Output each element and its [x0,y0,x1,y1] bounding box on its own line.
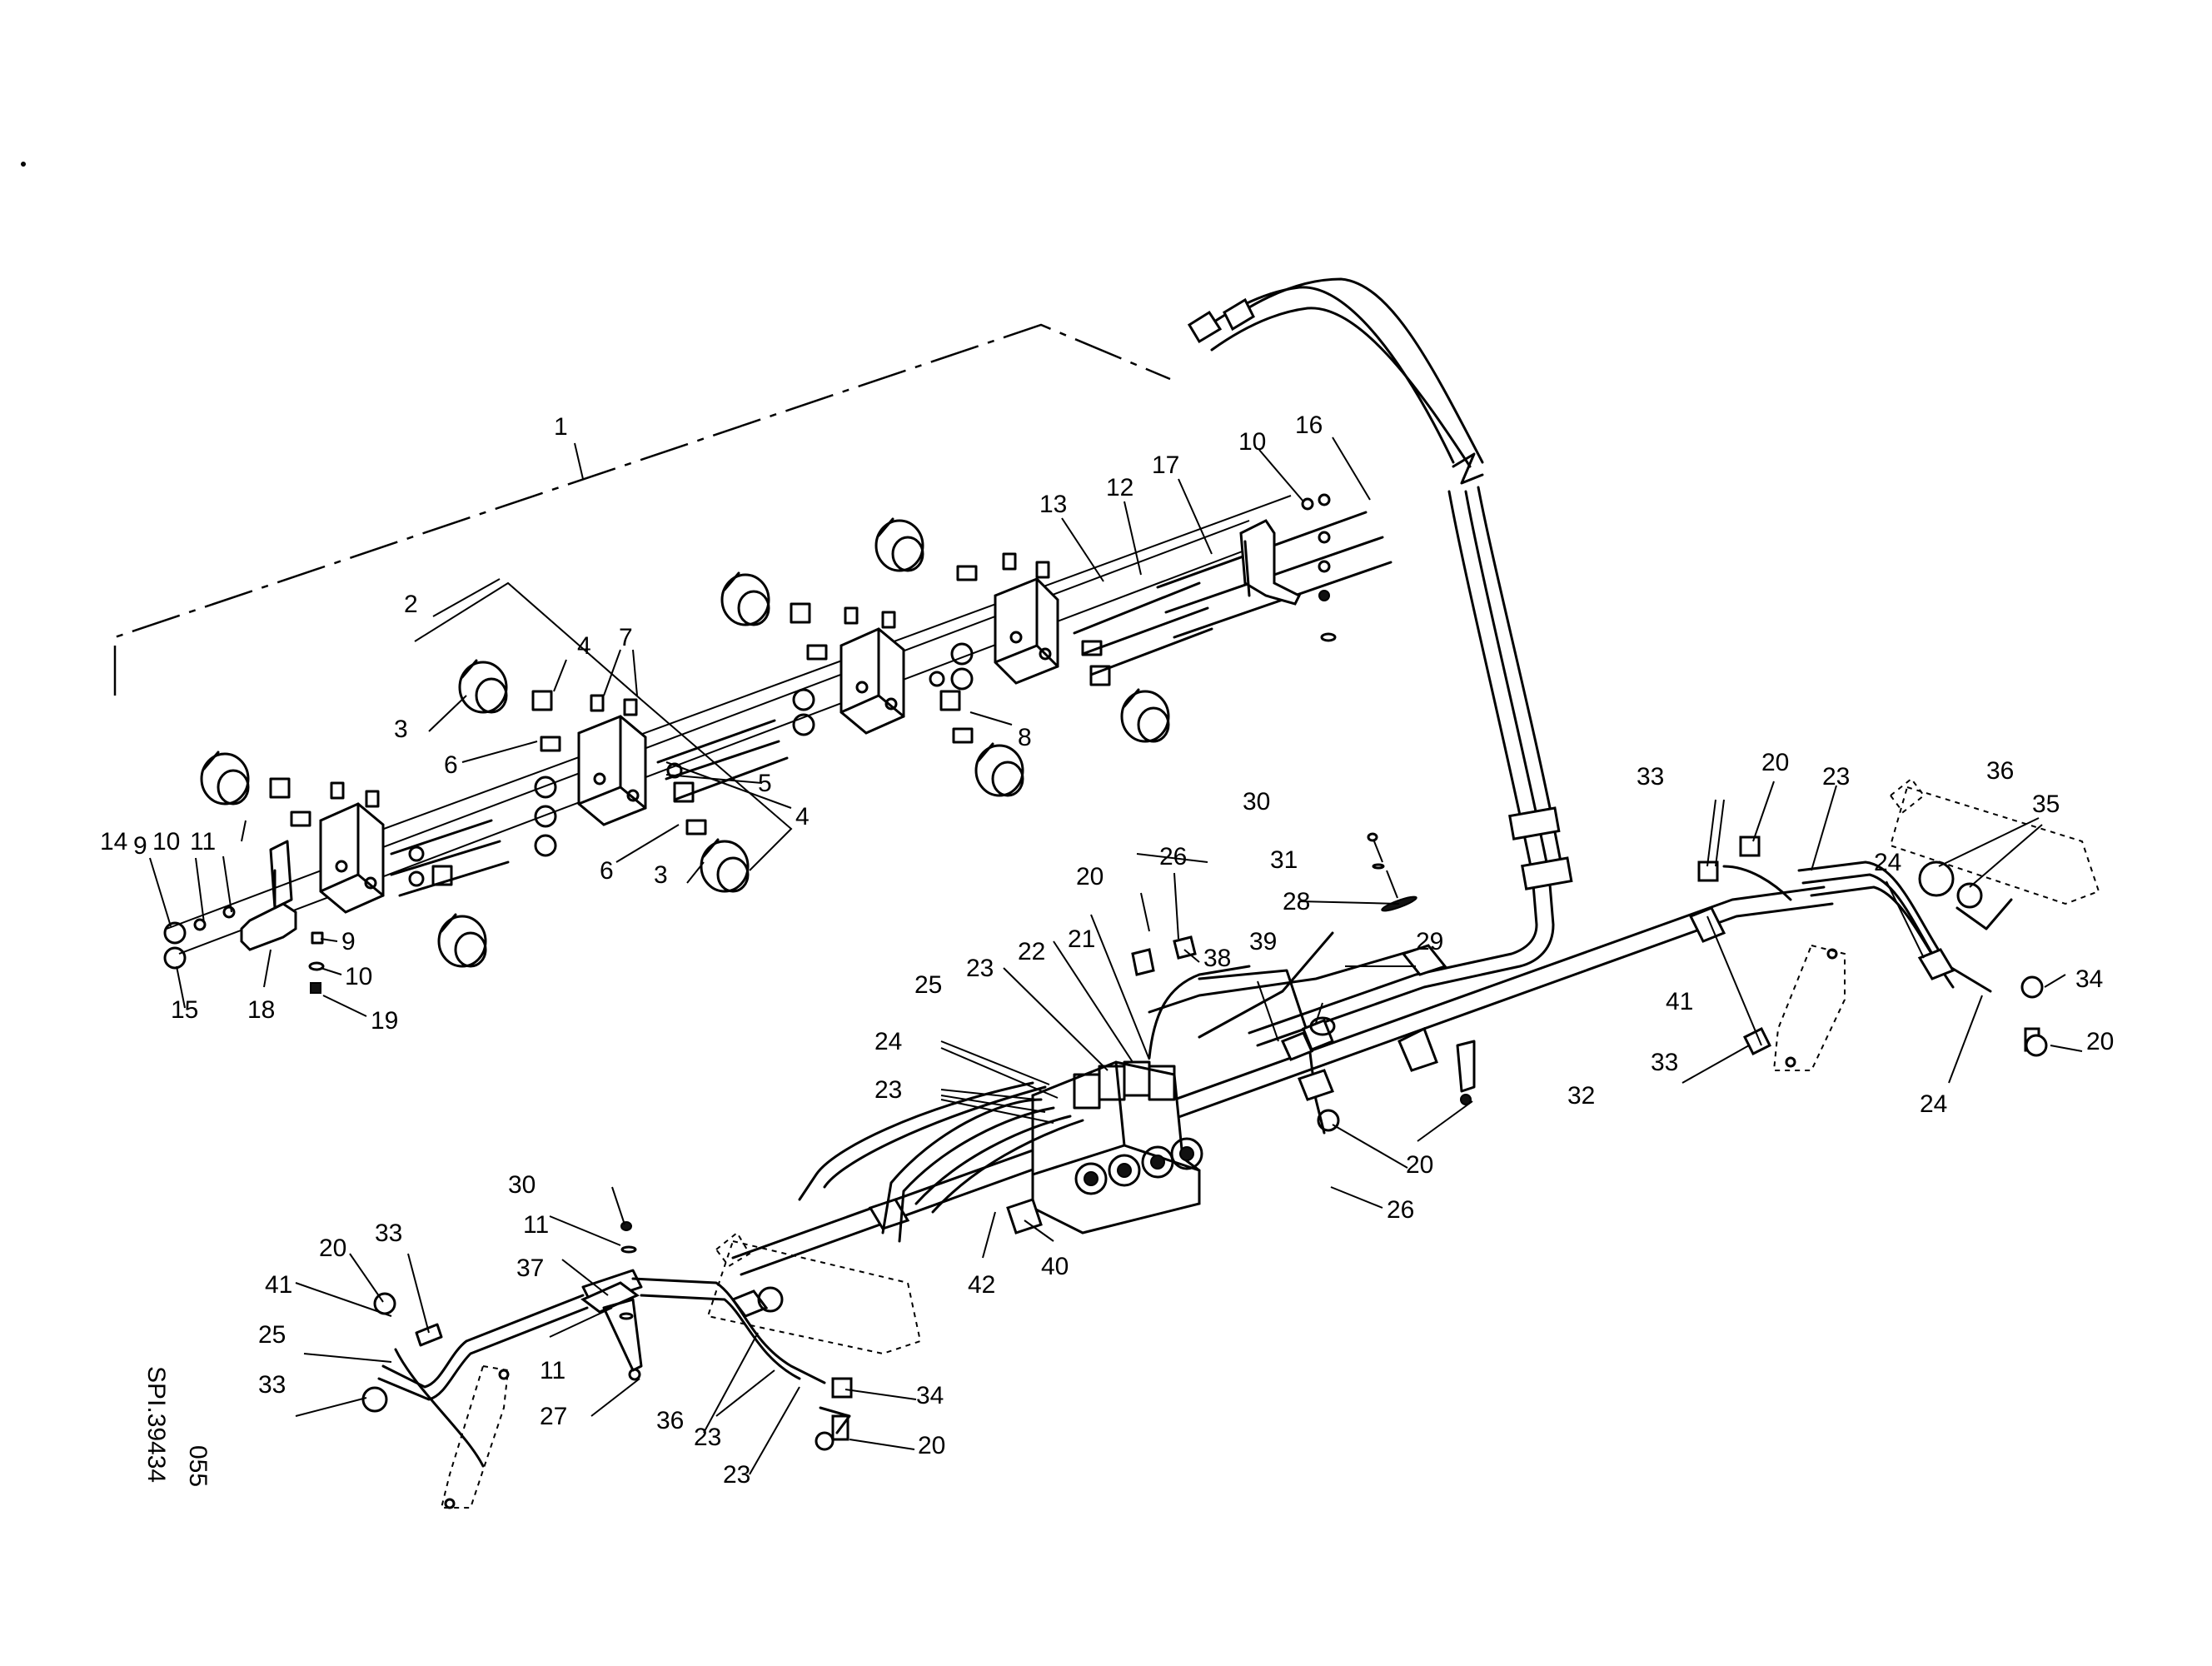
callout-21: 21 [1068,925,1095,953]
valve-block-d [994,577,1059,685]
callout-33: 33 [1651,1049,1678,1076]
callout-11: 11 [540,1357,565,1384]
callout-23: 23 [694,1424,721,1451]
callout-29: 29 [1416,928,1443,955]
drawing-reference: SPI.39434 055 [142,1366,212,1487]
solenoid-coils [200,517,1170,968]
cylinder-upper [1889,777,2100,1057]
control-valve-bank [798,935,1340,1243]
callout-20: 20 [1761,749,1789,776]
callout-6: 6 [444,751,458,779]
callout-10: 10 [345,963,372,990]
callout-23: 23 [874,1076,902,1104]
end-hardware [163,493,1337,994]
callout-15: 15 [171,996,198,1024]
callout-17: 17 [1152,451,1179,479]
callout-41: 41 [265,1271,292,1299]
valve-block-assembly [163,493,1392,994]
callout-34: 34 [2075,965,2103,993]
callout-35: 35 [2032,791,2060,818]
callout-36: 36 [656,1407,684,1434]
callout-10: 10 [152,828,180,855]
callout-23: 23 [1822,763,1850,791]
callout-36: 36 [1986,757,2014,785]
callout-40: 40 [1041,1253,1069,1280]
callout-14: 14 [100,828,127,855]
callout-16: 16 [1295,412,1323,439]
callout-13: 13 [1039,491,1067,518]
callout-25: 25 [258,1321,286,1349]
callout-27: 27 [540,1403,567,1430]
callout-39: 39 [1249,928,1277,955]
callout-20: 20 [918,1432,945,1459]
callout-38: 38 [1203,945,1231,972]
callout-24: 24 [1874,849,1901,876]
callout-34: 34 [916,1382,944,1409]
callout-20: 20 [1076,863,1104,890]
callout-42: 42 [968,1271,995,1299]
callout-23: 23 [723,1461,750,1489]
callout-3: 3 [654,861,668,889]
callout-3: 3 [394,716,408,743]
assembly-bracket-2 [414,581,793,871]
leader-lines [149,436,2083,1475]
end-plate-right [1239,519,1302,606]
callout-25: 25 [914,971,942,999]
callout-24: 24 [874,1028,902,1055]
callout-7: 7 [619,624,633,651]
end-plate-left [240,840,297,951]
lever-upper-right [1697,835,1992,1071]
valve-block-a [319,802,385,914]
upper-hoses [1187,277,1573,1047]
callout-18: 18 [247,996,275,1024]
stray-dot [21,162,26,167]
cylinder-lower [377,1231,922,1451]
lower-mid-fittings [580,1221,643,1381]
callout-22: 22 [1018,938,1045,965]
callout-1: 1 [554,413,568,441]
callout-23: 23 [966,955,994,982]
callout-41: 41 [1666,988,1693,1015]
sheet-number: 055 [184,1445,212,1487]
callout-30: 30 [1243,788,1270,816]
callout-9: 9 [133,832,147,860]
callout-10: 10 [1238,428,1266,456]
callout-19: 19 [371,1007,398,1035]
valve-fittings [269,552,1111,887]
callout-8: 8 [1018,724,1032,751]
callout-5: 5 [758,770,772,797]
callout-11: 11 [523,1211,549,1239]
callout-24: 24 [1920,1090,1947,1118]
assembly-bracket-1 [113,323,1171,696]
callout-20: 20 [319,1235,346,1262]
callout-30: 30 [508,1171,536,1199]
callout-2: 2 [404,591,418,618]
callout-32: 32 [1567,1082,1595,1110]
callout-6: 6 [600,857,614,885]
lever-lower-left [361,1292,510,1509]
callout-33: 33 [1637,763,1664,791]
callout-26: 26 [1159,843,1187,870]
callout-4: 4 [795,803,810,831]
callout-33: 33 [258,1371,286,1399]
callout-31: 31 [1270,846,1298,874]
callout-4: 4 [577,632,591,660]
callout-20: 20 [1406,1151,1433,1179]
callout-26: 26 [1387,1196,1414,1224]
callout-33: 33 [375,1220,402,1247]
callout-37: 37 [516,1254,544,1282]
callouts: 1 2 3 3 4 4 5 6 6 7 8 9 9 10 10 10 11 11… [100,412,2114,1489]
drawing-number: SPI.39434 [142,1366,170,1483]
callout-20: 20 [2086,1028,2114,1055]
callout-28: 28 [1283,888,1310,915]
valve-block-c [839,627,905,735]
valve-block-b [577,715,647,826]
callout-11: 11 [190,828,216,855]
callout-12: 12 [1106,474,1133,501]
callout-9: 9 [341,928,356,955]
